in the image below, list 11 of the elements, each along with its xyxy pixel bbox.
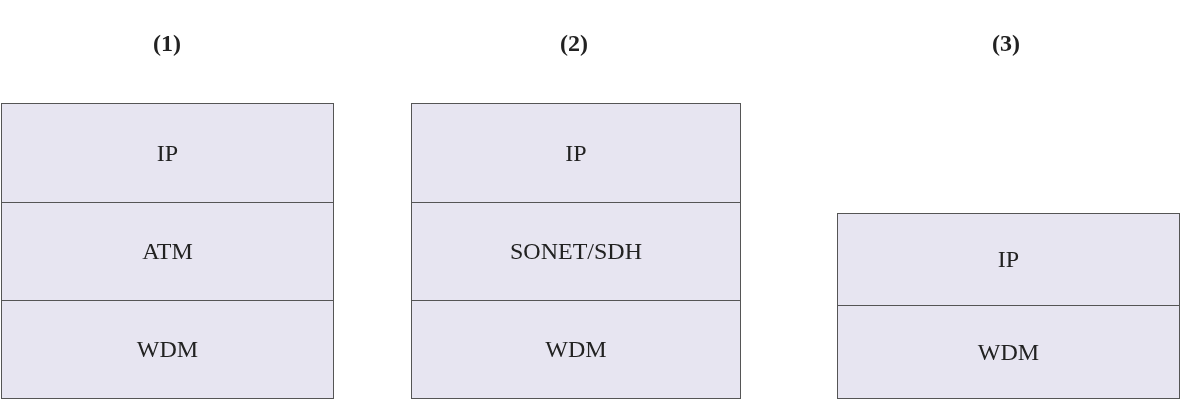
layer-box: WDM: [1, 300, 334, 399]
layer-box: WDM: [411, 300, 741, 399]
layer-box: IP: [837, 213, 1180, 306]
layer-box: IP: [411, 103, 741, 204]
stack-number: (2): [560, 30, 588, 57]
layer-box: IP: [1, 103, 334, 204]
layer-box: SONET/SDH: [411, 202, 741, 301]
stack-number: (3): [992, 30, 1020, 57]
stack-number: (1): [153, 30, 181, 57]
layer-box: WDM: [837, 305, 1180, 399]
layer-box: ATM: [1, 202, 334, 301]
